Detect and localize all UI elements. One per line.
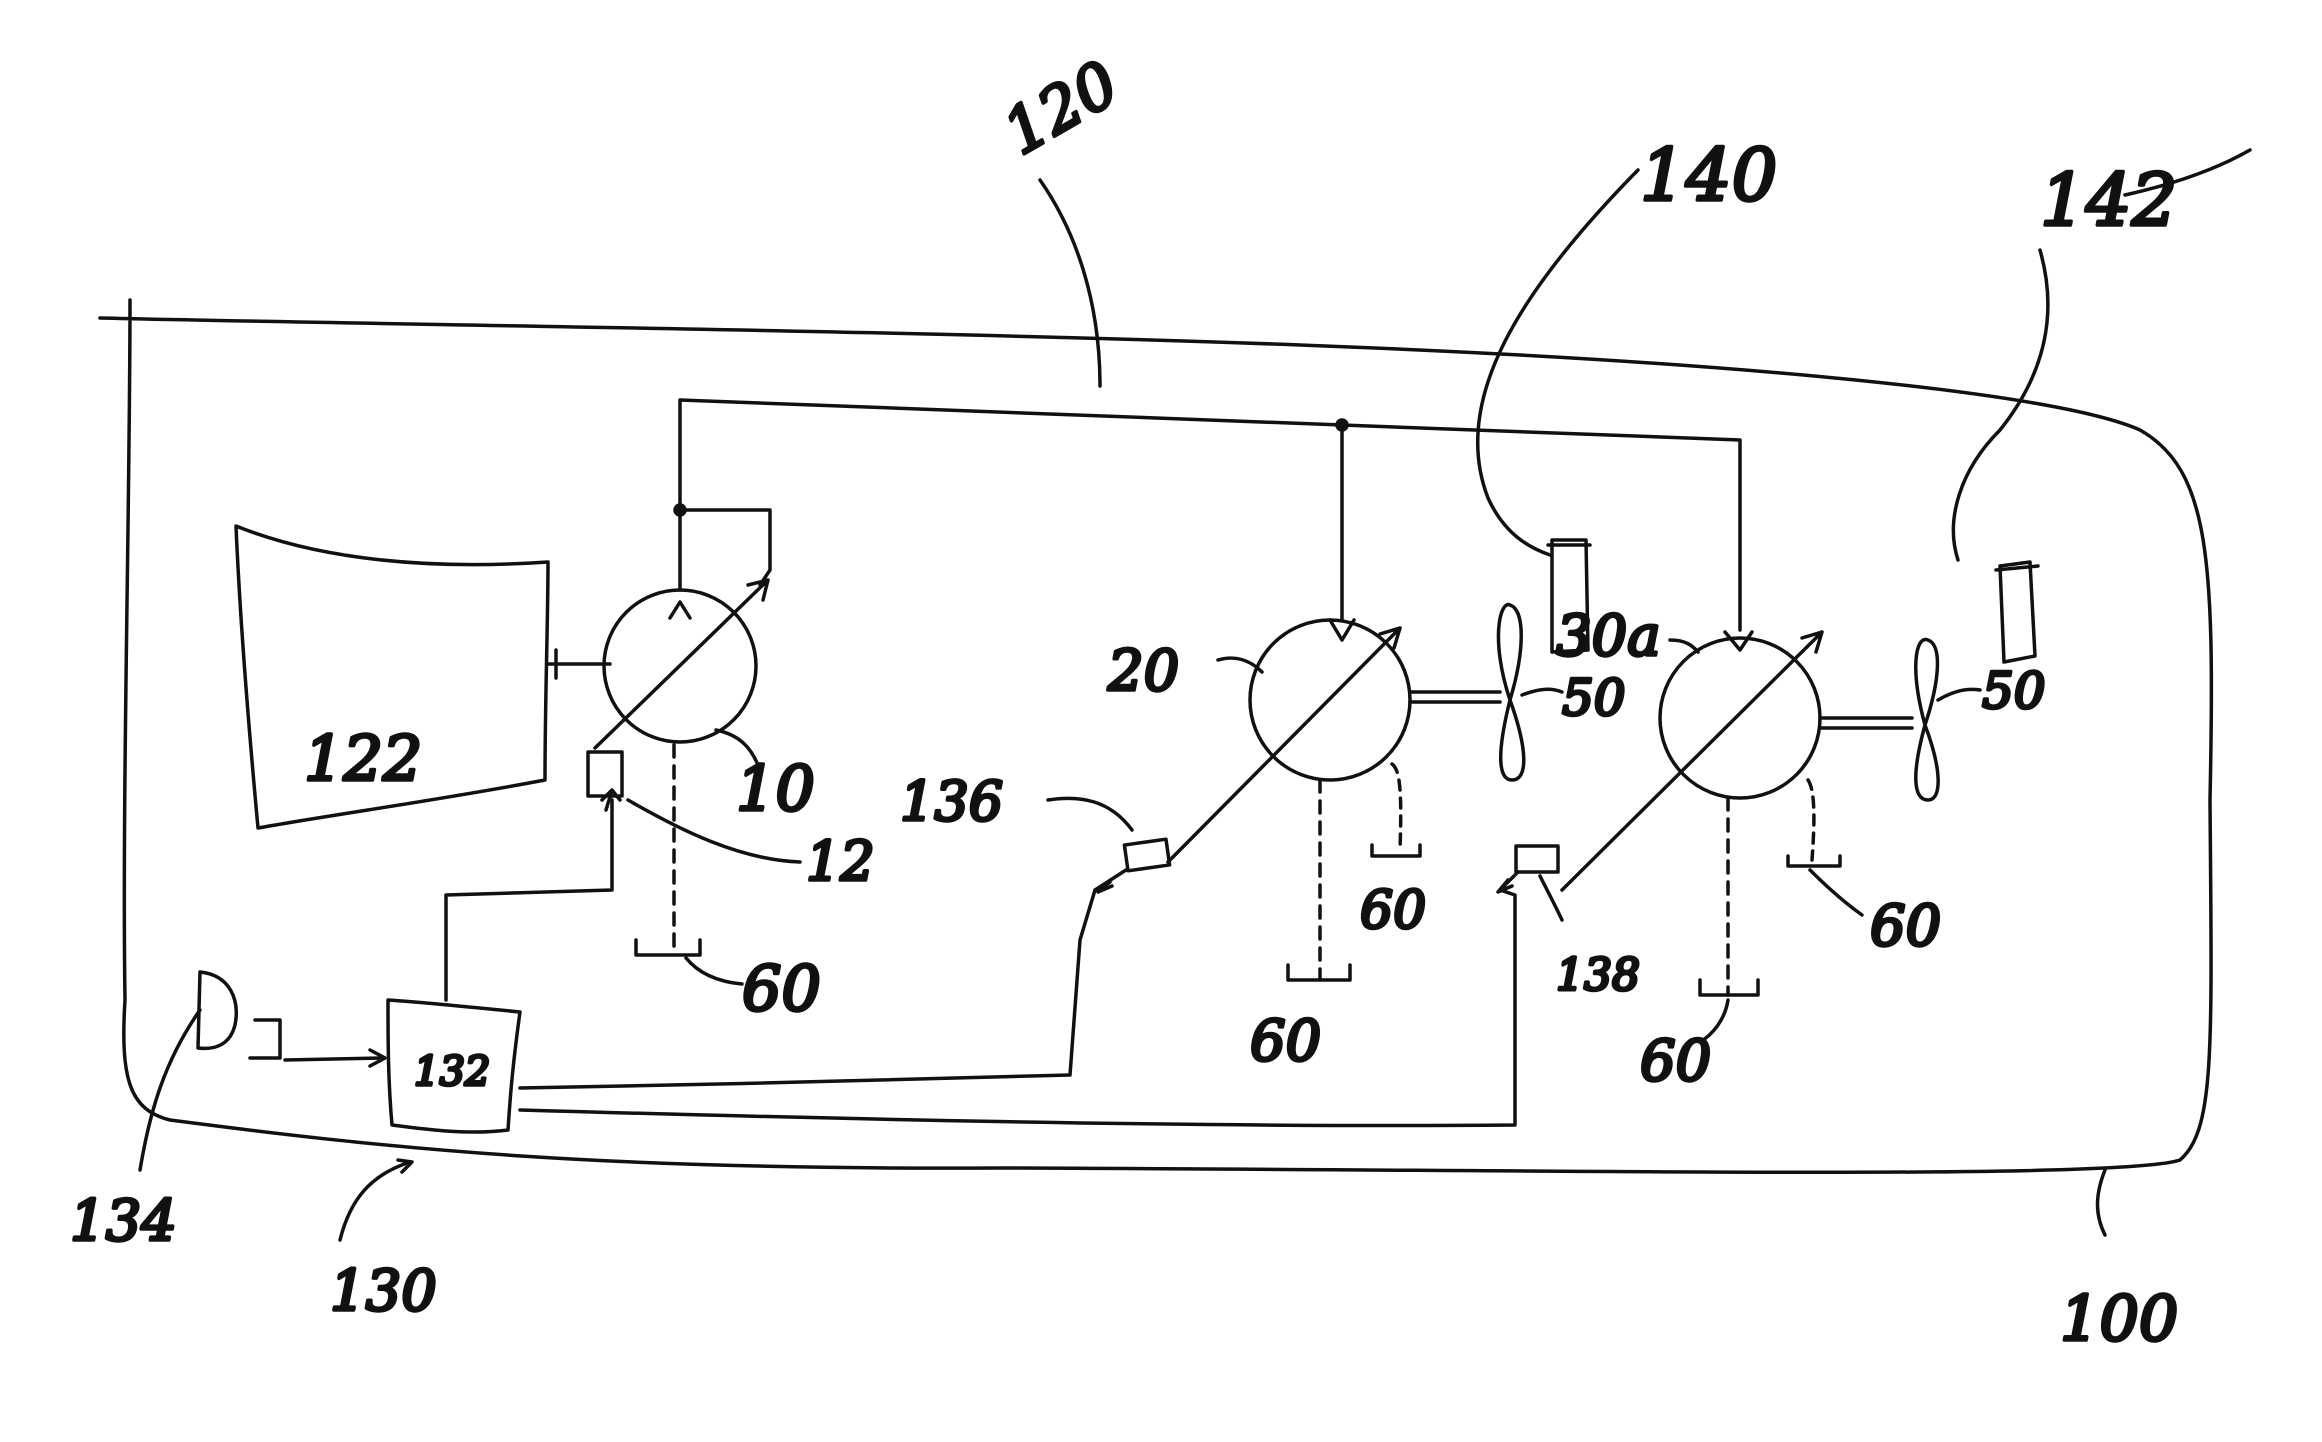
ref-132: 132 [414,1049,490,1095]
actuator-12 [588,752,622,796]
control-line-to-12 [446,800,612,1000]
fan-50-a [1498,605,1523,780]
pressure-line-120 [680,400,1740,630]
fan-50-b [1916,640,1938,800]
ref-142-leader [1953,250,2047,560]
ref-30a-leader [1670,640,1698,652]
motor-30a-case-drain [1808,780,1814,860]
ref-10: 10 [736,752,815,825]
motor-30a-port-arrow [1725,632,1752,650]
ref-60-d: 60 [1870,894,1941,959]
ref-134: 134 [70,1189,177,1254]
ref-50-b: 50 [1982,662,2046,720]
motor-20-case-tank [1372,845,1420,856]
junction-dot [1337,420,1347,430]
ref-50-leader-a [1522,689,1562,695]
ref-60-leader-4 [1810,870,1862,915]
pump-10-tank [636,940,700,955]
engine-shaft [548,650,610,678]
ref-12: 12 [806,830,875,893]
ref-134-leader [140,1010,200,1170]
ref-142: 142 [2040,158,2177,242]
motor-30a-shaft [1820,718,1912,728]
ref-136: 136 [900,770,1003,833]
ref-140-leader [1478,170,1638,555]
ref-50-a: 50 [1562,669,1626,727]
ref-140: 140 [1640,133,1777,217]
motor-20-shaft [1410,692,1500,702]
valve-136 [1124,839,1169,871]
motor-20-variable-arrow [1168,628,1400,862]
sensor-142 [1996,562,2038,662]
ref-122: 122 [304,722,422,795]
ref-120: 120 [991,47,1130,169]
motor-30a [1660,638,1820,798]
ref-60-e: 60 [1640,1029,1711,1094]
motor-30a-case-tank [1788,856,1840,866]
ref-120-leader [1040,180,1100,386]
ref-138: 138 [1556,950,1640,1001]
ref-60-c: 60 [1250,1009,1321,1074]
ref-60-b: 60 [1360,881,1426,941]
ref-130: 130 [330,1259,437,1324]
ref-20: 20 [1107,639,1179,704]
ref-136-leader [1048,798,1132,830]
ref-100-leader [2098,1170,2106,1235]
valve-136-actuator [1095,870,1126,892]
sensor-to-controller-arrow [285,1050,385,1066]
pump-10-port-arrow [670,602,690,618]
ref-50-leader-b [1938,689,1980,700]
pump-10-outlet-line [680,510,770,590]
junction-dot-2 [675,505,685,515]
ref-60-a: 60 [742,952,821,1025]
ref-60-leader-1 [686,958,742,984]
ref-130-leader [340,1160,412,1240]
ref-100: 100 [2060,1282,2178,1355]
motor-20-case-drain [1392,764,1401,850]
sensor-134 [198,972,280,1058]
ref-138-leader [1540,876,1562,920]
valve-138 [1516,846,1558,872]
ref-30a: 30a [1556,604,1661,669]
